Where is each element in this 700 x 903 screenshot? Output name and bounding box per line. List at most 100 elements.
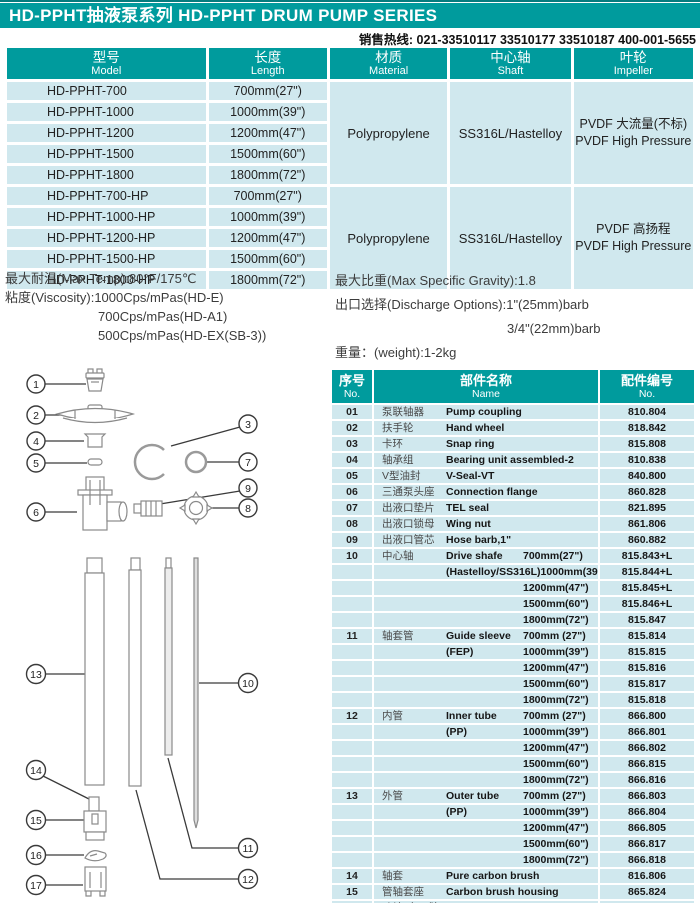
model-cell: HD-PPHT-1500-HP — [7, 250, 206, 268]
model-cell: HD-PPHT-1800 — [7, 166, 206, 184]
spec-notes-right: 最大比重(Max Specific Gravity):1.8 出口选择(Disc… — [335, 269, 695, 365]
shaft-cell: SS316L/Hastelloy — [450, 187, 571, 289]
part-guide-sleeve — [164, 557, 173, 756]
part-inner-tube — [128, 557, 142, 787]
part-no: 06 — [332, 485, 372, 499]
part-code: 815.843+L — [600, 549, 694, 563]
part-no — [332, 693, 372, 707]
model-cell: HD-PPHT-1500 — [7, 145, 206, 163]
part-name: 1800mm(72") — [374, 853, 598, 867]
part-name: 1500mm(60") — [374, 837, 598, 851]
part-code: 821.895 — [600, 501, 694, 515]
callout-5: 5 — [33, 458, 39, 470]
part-no — [332, 757, 372, 771]
parts-row: 1200mm(47")815.845+L — [332, 581, 694, 595]
part-no — [332, 805, 372, 819]
model-cell: HD-PPHT-1200-HP — [7, 229, 206, 247]
callout-17: 17 — [30, 880, 42, 892]
part-name: 1500mm(60") — [374, 757, 598, 771]
parts-row: 1200mm(47")866.805 — [332, 821, 694, 835]
leader-lines — [42, 383, 241, 886]
part-no — [332, 837, 372, 851]
note-viscosity-2: 700Cps/mPas(HD-A1) — [98, 309, 228, 324]
part-name: 1800mm(72") — [374, 613, 598, 627]
part-name: 1200mm(47") — [374, 741, 598, 755]
part-no — [332, 597, 372, 611]
length-cell: 1500mm(60") — [208, 145, 327, 163]
part-code: 865.824 — [600, 885, 694, 899]
part-no — [332, 853, 372, 867]
model-cell: HD-PPHT-1200 — [7, 124, 206, 142]
parts-row: 1200mm(47")866.802 — [332, 741, 694, 755]
part-outer-tube — [84, 557, 105, 786]
exploded-parts-diagram: 1 2 3 4 5 6 7 8 9 10 11 12 13 14 15 16 1… — [25, 368, 259, 897]
part-name: 1500mm(60") — [374, 597, 598, 611]
part-no: 04 — [332, 453, 372, 467]
note-viscosity: 粘度(Viscosity):1000Cps/mPas(HD-E) — [5, 290, 224, 305]
length-cell: 700mm(27") — [208, 82, 327, 100]
note-viscosity-3: 500Cps/mPas(HD-EX(SB-3)) — [98, 328, 267, 343]
parts-row: 1500mm(60")815.817 — [332, 677, 694, 691]
part-no: 02 — [332, 421, 372, 435]
part-code: 815.846+L — [600, 597, 694, 611]
callout-10: 10 — [242, 678, 254, 690]
callout-6: 6 — [33, 507, 39, 519]
part-code: 866.804 — [600, 805, 694, 819]
part-code: 866.815 — [600, 757, 694, 771]
callout-15: 15 — [30, 815, 42, 827]
part-no: 11 — [332, 629, 372, 643]
part-name: (PP)1000mm(39") — [374, 725, 598, 739]
note-discharge: 出口选择(Discharge Options):1"(25mm)barb — [335, 297, 589, 312]
part-code: 815.808 — [600, 437, 694, 451]
page-title: HD-PPHT抽液泵系列 HD-PPHT DRUM PUMP SERIES — [0, 3, 700, 28]
part-code: 866.818 — [600, 853, 694, 867]
callout-11: 11 — [243, 843, 254, 855]
part-v-seal — [87, 458, 103, 466]
part-name: (PP)1000mm(39") — [374, 805, 598, 819]
model-cell: HD-PPHT-1000-HP — [7, 208, 206, 226]
callout-16: 16 — [30, 850, 42, 862]
parts-row: (PP)1000mm(39")866.801 — [332, 725, 694, 739]
top-accent-line — [0, 0, 700, 2]
part-code: 815.818 — [600, 693, 694, 707]
part-no: 01 — [332, 405, 372, 419]
part-impeller — [84, 850, 107, 862]
length-cell: 1200mm(47") — [208, 124, 327, 142]
shaft-cell: SS316L/Hastelloy — [450, 82, 571, 184]
part-no: 08 — [332, 517, 372, 531]
part-no — [332, 821, 372, 835]
part-code: 810.804 — [600, 405, 694, 419]
part-pump-foot — [84, 866, 107, 897]
part-code: 815.816 — [600, 661, 694, 675]
parts-row: (FEP)1000mm(39")815.815 — [332, 645, 694, 659]
part-code: 866.802 — [600, 741, 694, 755]
parts-row: 1500mm(60")866.817 — [332, 837, 694, 851]
part-no: 10 — [332, 549, 372, 563]
model-cell: HD-PPHT-700-HP — [7, 187, 206, 205]
callout-9: 9 — [245, 483, 251, 495]
